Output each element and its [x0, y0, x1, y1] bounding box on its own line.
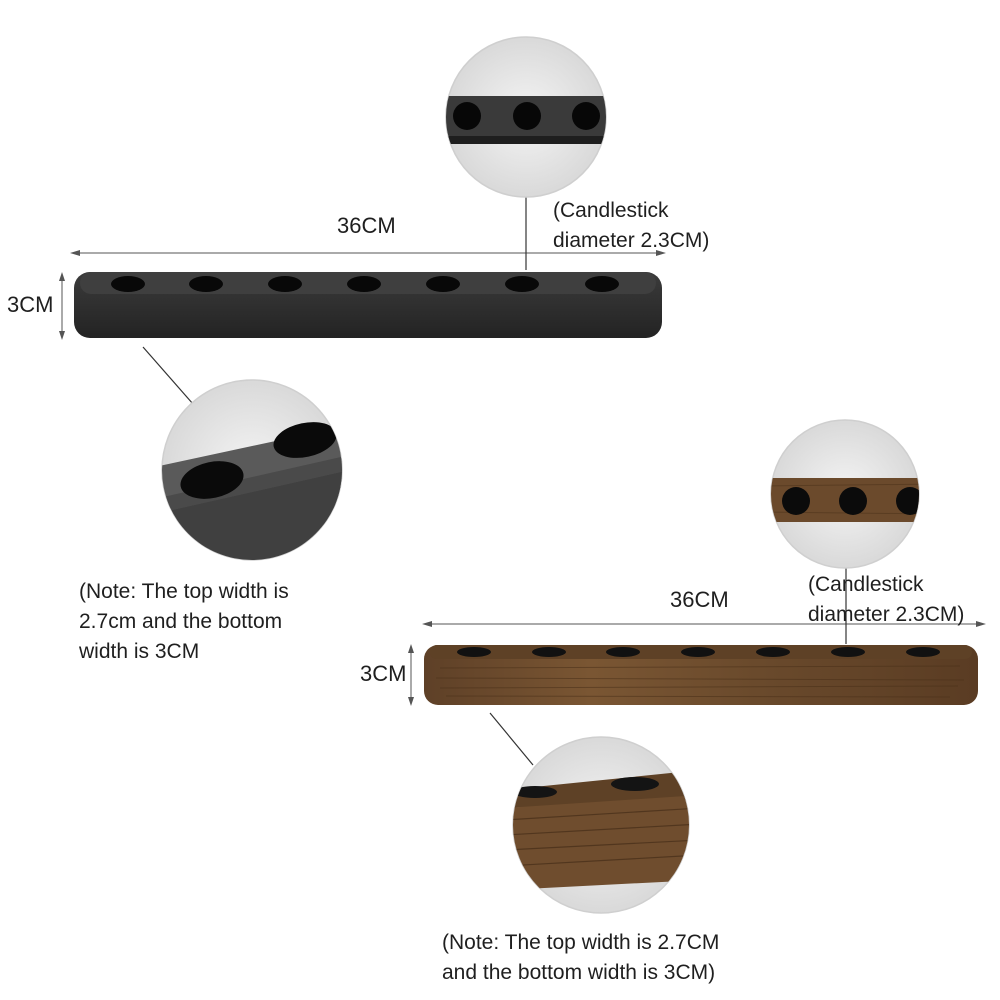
black-height-label: 3CM [7, 292, 54, 317]
width-callout-line [142, 346, 194, 405]
hole [189, 276, 223, 292]
black-length-dimension [70, 250, 666, 256]
black-holder-group [59, 36, 666, 561]
wood-candle-holder [424, 645, 978, 705]
hole [906, 647, 940, 657]
wood-length-dimension [422, 621, 986, 627]
wood-hole-zoom-circle [770, 419, 920, 569]
black-hole-zoom-circle [445, 36, 607, 198]
hole [111, 276, 145, 292]
black-width-note: (Note: The top width is 2.7cm and the bo… [79, 580, 289, 663]
hole [532, 647, 566, 657]
black-edge-zoom-circle [161, 379, 343, 561]
wood-holder-group [408, 419, 986, 914]
wood-diameter-note: (Candlestick diameter 2.3CM) [808, 573, 965, 626]
hole [505, 276, 539, 292]
hole [457, 647, 491, 657]
hole [268, 276, 302, 292]
hole [756, 647, 790, 657]
hole [347, 276, 381, 292]
wood-width-note: (Note: The top width is 2.7CM and the bo… [442, 931, 720, 984]
hole [606, 647, 640, 657]
black-height-dimension [59, 272, 65, 340]
hole [831, 647, 865, 657]
black-diameter-note: (Candlestick diameter 2.3CM) [553, 199, 710, 252]
hole [681, 647, 715, 657]
black-length-label: 36CM [337, 213, 396, 238]
wood-edge-zoom-circle [512, 736, 690, 914]
width-callout-line [489, 712, 534, 766]
wood-height-label: 3CM [360, 661, 407, 686]
wood-length-label: 36CM [670, 587, 729, 612]
wood-height-dimension [408, 644, 414, 706]
hole [426, 276, 460, 292]
hole [585, 276, 619, 292]
black-candle-holder [74, 272, 662, 338]
